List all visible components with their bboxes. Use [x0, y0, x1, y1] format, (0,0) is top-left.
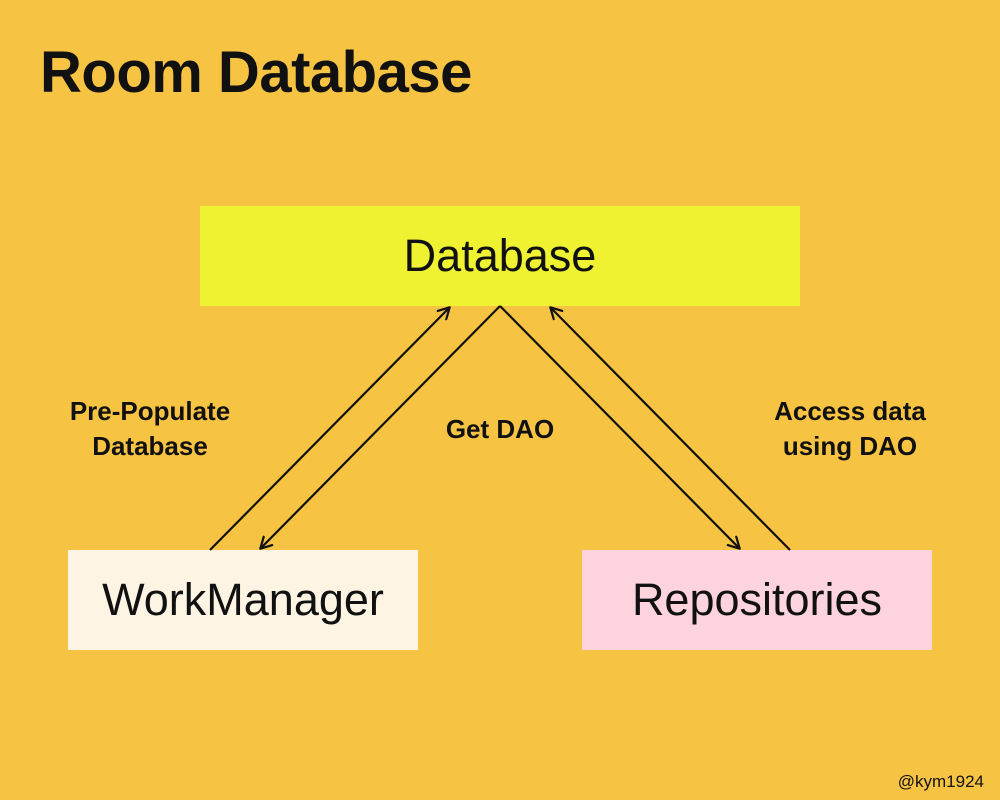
database-node-label: Database [403, 230, 597, 281]
access-data-label-line-2: using DAO [782, 431, 918, 461]
arrow-repositories-to-database [551, 308, 791, 551]
prepopulate-label: Pre-Populate Database [30, 394, 270, 464]
arrow-workmanager-to-database [209, 308, 449, 551]
repositories-node-label: Repositories [631, 574, 883, 625]
access-data-label-line-1: Access data [774, 396, 926, 426]
prepopulate-label-line-1: Pre-Populate [69, 396, 231, 426]
prepopulate-label-line-2: Database [92, 431, 208, 461]
workmanager-node-label: WorkManager [102, 574, 384, 625]
page-title: Room Database [40, 40, 472, 105]
access-data-label: Access data using DAO [730, 394, 970, 464]
get-dao-label: Get DAO [445, 414, 555, 444]
arrow-database-to-workmanager [261, 305, 501, 548]
database-node: Database [200, 206, 800, 306]
arrow-database-to-repositories [499, 305, 739, 548]
repositories-node: Repositories [582, 550, 932, 650]
author-handle: @kym1924 [897, 772, 984, 791]
workmanager-node: WorkManager [68, 550, 418, 650]
